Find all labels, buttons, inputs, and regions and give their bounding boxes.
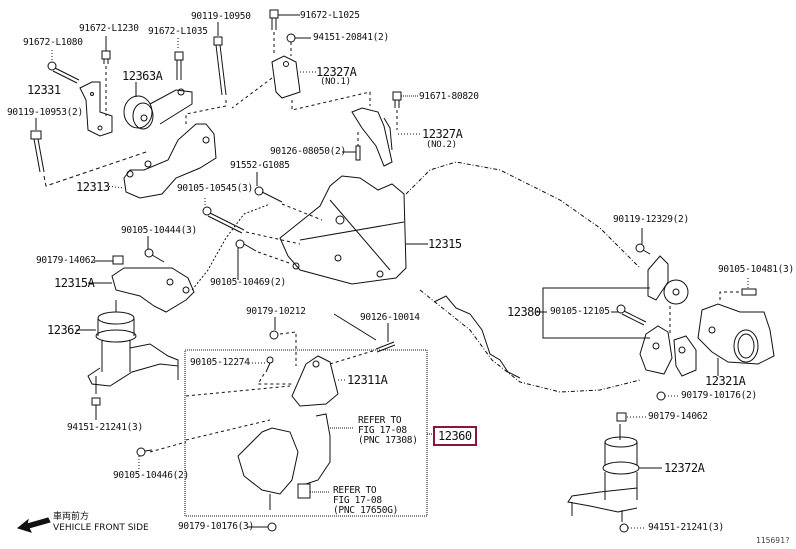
label-90119-10953[interactable]: 90119-10953(2) xyxy=(7,107,83,118)
label-90179-14062-left[interactable]: 90179-14062 xyxy=(36,255,96,266)
label-12327A-no2[interactable]: 12327A xyxy=(422,127,463,141)
refer-to-line1: REFER TO xyxy=(358,415,402,426)
bracket-12327A-no1[interactable] xyxy=(271,55,316,99)
vehicle-front-label-jp: 車両前方 xyxy=(53,512,90,522)
label-90126-10014[interactable]: 90126-10014 xyxy=(360,312,420,323)
label-90179-10176-3[interactable]: 90179-10176(3) xyxy=(178,521,254,532)
label-90179-10212[interactable]: 90179-10212 xyxy=(246,306,306,317)
label-94151-21241-left[interactable]: 94151-21241(3) xyxy=(67,422,143,433)
label-12321A[interactable]: 12321A xyxy=(705,374,746,388)
nut-90179-14062-right[interactable] xyxy=(616,412,646,422)
nut-94151-21241-right[interactable] xyxy=(619,523,646,533)
label-90105-10446[interactable]: 90105-10446(2) xyxy=(113,470,189,481)
bracket-12327A-no2[interactable] xyxy=(351,107,422,167)
label-91672-L1025[interactable]: 91672-L1025 xyxy=(300,10,360,21)
bracket-12311A[interactable] xyxy=(291,355,346,407)
label-12311A[interactable]: 12311A xyxy=(347,373,388,387)
nut-90179-10176-2[interactable] xyxy=(656,391,680,401)
vehicle-front-label: VEHICLE FRONT SIDE xyxy=(53,523,149,533)
label-94151-20841[interactable]: 94151-20841(2) xyxy=(313,32,389,43)
bracket-12315[interactable] xyxy=(279,175,428,285)
label-90119-12329[interactable]: 90119-12329(2) xyxy=(613,214,689,225)
label-90105-12274[interactable]: 90105-12274 xyxy=(190,357,250,368)
bolt-91552-G1085[interactable] xyxy=(254,172,323,221)
mount-12372A[interactable] xyxy=(567,424,662,522)
stud-90126-08050[interactable] xyxy=(342,132,361,161)
label-12362[interactable]: 12362 xyxy=(47,323,81,337)
nut-94151-20841[interactable] xyxy=(286,33,311,56)
label-12327A-no1-note: (NO.1) xyxy=(320,77,351,87)
bracket-12331[interactable] xyxy=(79,81,113,137)
label-12327A-no2-note: (NO.2) xyxy=(426,140,457,150)
bolt-90119-10953[interactable] xyxy=(30,118,147,187)
label-12372A[interactable]: 12372A xyxy=(664,461,705,475)
bolt-91672-L1035[interactable] xyxy=(174,38,184,80)
bolt-91672-L1080[interactable] xyxy=(47,50,80,84)
housing-12321A[interactable] xyxy=(697,291,775,376)
label-90105-12105[interactable]: 90105-12105 xyxy=(550,306,610,317)
label-12331[interactable]: 12331 xyxy=(27,83,61,97)
refer-to-pnc-17308[interactable]: (PNC 17308) xyxy=(358,435,418,446)
label-12363A[interactable]: 12363A xyxy=(122,69,163,83)
bolt-90105-12105[interactable] xyxy=(611,304,647,326)
bolt-91672-L1230[interactable] xyxy=(101,36,111,116)
figure-id: 115691? xyxy=(756,536,790,545)
label-90105-10469[interactable]: 90105-10469(2) xyxy=(210,277,286,288)
label-12380[interactable]: 12380 xyxy=(507,305,541,319)
label-90179-10176-2[interactable]: 90179-10176(2) xyxy=(681,390,757,401)
label-12327A-no1[interactable]: 12327A xyxy=(316,65,357,79)
nut-90179-10212[interactable] xyxy=(269,317,297,366)
nut-90179-14062-left[interactable] xyxy=(94,255,124,265)
bolt-90119-12329[interactable] xyxy=(635,228,651,255)
nut-94151-21241-left[interactable] xyxy=(91,397,101,420)
label-90105-10481[interactable]: 90105-10481(3) xyxy=(718,264,794,275)
bolt-90105-10446[interactable] xyxy=(136,447,153,470)
bolt-90105-10469[interactable] xyxy=(235,239,293,280)
label-90105-10545[interactable]: 90105-10545(3) xyxy=(177,183,253,194)
vehicle-front-arrow-icon xyxy=(16,517,51,533)
label-90119-10950[interactable]: 90119-10950 xyxy=(191,11,251,22)
ecu-bracket-assembly[interactable] xyxy=(237,413,354,510)
label-91552-G1085[interactable]: 91552-G1085 xyxy=(230,160,290,171)
bracket-outline-12380 xyxy=(536,287,650,339)
nut-90179-10176-3[interactable] xyxy=(248,522,277,532)
mount-12362[interactable] xyxy=(76,300,179,394)
bracket-12313[interactable] xyxy=(105,123,217,199)
bolt-90119-10950[interactable] xyxy=(185,22,227,124)
assembly-box-12360 xyxy=(184,349,433,517)
refer-to-line2: REFER TO xyxy=(333,485,377,496)
label-91671-80820[interactable]: 91671-80820 xyxy=(419,91,479,102)
stud-90126-10014[interactable] xyxy=(329,313,396,365)
label-90105-10444[interactable]: 90105-10444(3) xyxy=(121,225,197,236)
refer-to-fig-17-08-a[interactable]: FIG 17-08 xyxy=(358,425,407,436)
mount-12380[interactable] xyxy=(639,255,697,377)
refer-to-pnc-17650g[interactable]: (PNC 17650G) xyxy=(333,505,399,516)
bolt-90105-12274[interactable] xyxy=(249,356,292,385)
bolt-91671-80820[interactable] xyxy=(392,91,419,130)
label-91672-L1080[interactable]: 91672-L1080 xyxy=(23,37,83,48)
refer-to-fig-17-08-b[interactable]: FIG 17-08 xyxy=(333,495,382,506)
label-12313[interactable]: 12313 xyxy=(76,180,110,194)
label-12315[interactable]: 12315 xyxy=(428,237,462,251)
bolt-90105-10481[interactable] xyxy=(741,278,757,296)
label-90126-08050[interactable]: 90126-08050(2) xyxy=(270,146,346,157)
bolt-90105-10444[interactable] xyxy=(144,236,165,263)
mount-12363A[interactable] xyxy=(123,82,193,130)
highlighted-part-12360[interactable]: 12360 xyxy=(433,426,477,446)
label-12315A[interactable]: 12315A xyxy=(54,276,95,290)
bolt-91672-L1025[interactable] xyxy=(269,9,300,56)
label-91672-L1035[interactable]: 91672-L1035 xyxy=(148,26,208,37)
label-91672-L1230[interactable]: 91672-L1230 xyxy=(79,23,139,34)
bolt-90105-10545[interactable] xyxy=(202,198,301,245)
label-94151-21241-right[interactable]: 94151-21241(3) xyxy=(648,522,724,533)
label-90179-14062-right[interactable]: 90179-14062 xyxy=(648,411,708,422)
bracket-12315A[interactable] xyxy=(88,267,195,313)
